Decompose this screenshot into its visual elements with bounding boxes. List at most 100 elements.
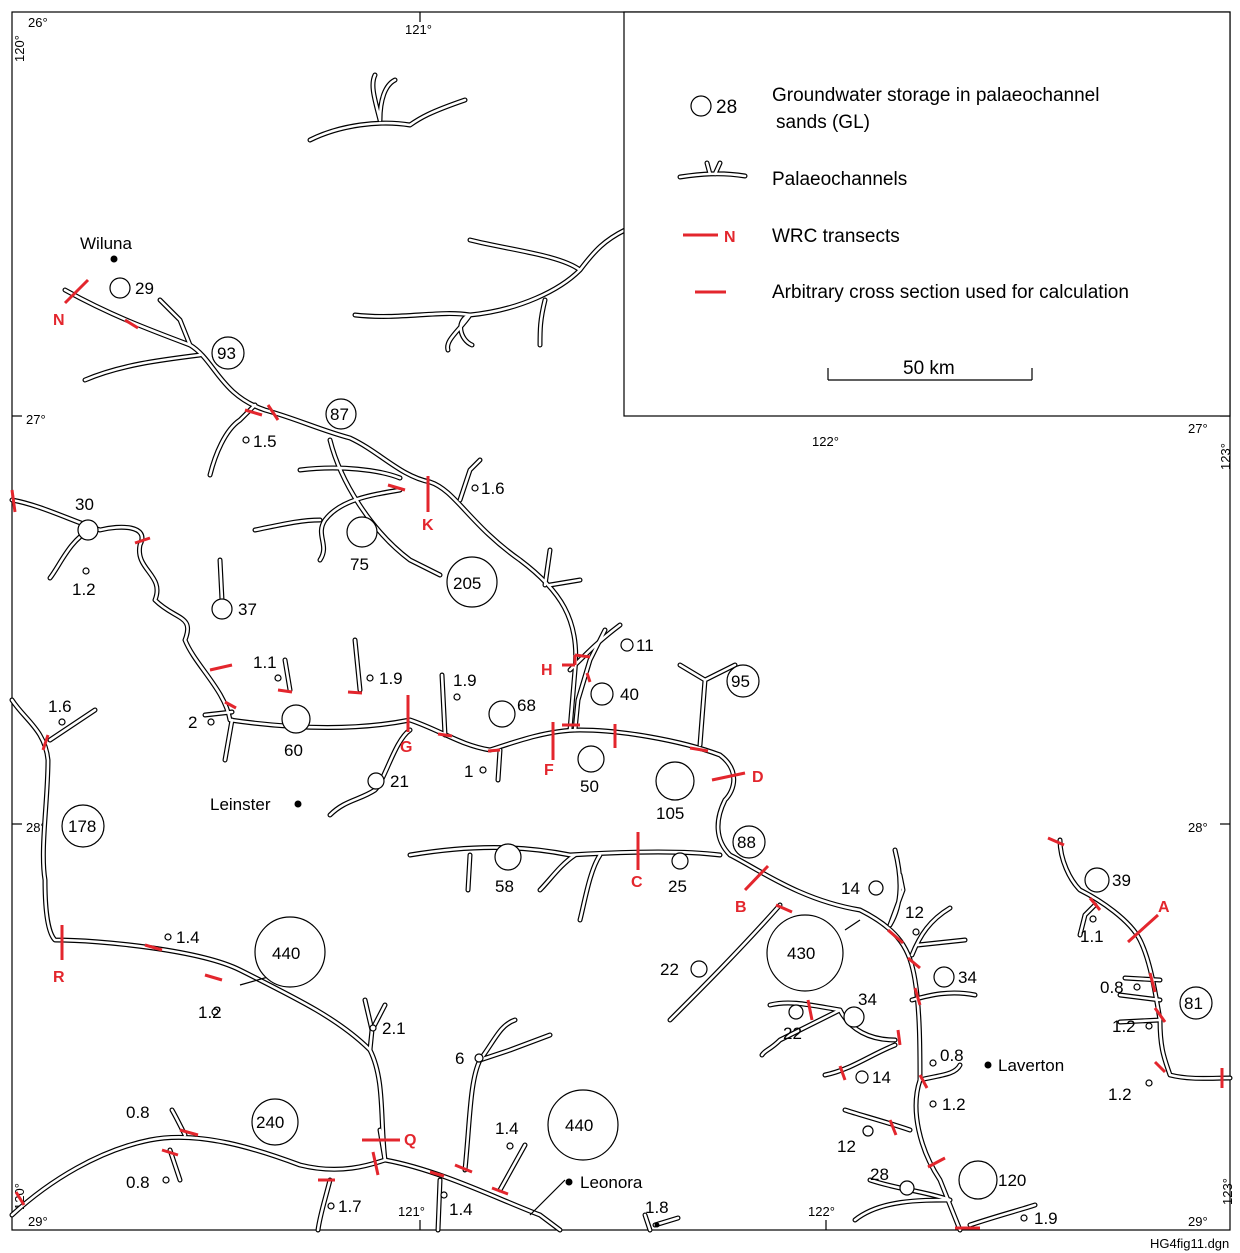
- storage-label: 1.2: [1108, 1085, 1132, 1104]
- storage-label: 105: [656, 804, 684, 823]
- legend-storage-line2: sands (GL): [776, 112, 870, 133]
- storage-label: 22: [783, 1024, 802, 1043]
- town-leinster: Leinster: [210, 795, 271, 814]
- lat-27-label: 27°: [26, 412, 46, 427]
- storage-label: 1.6: [48, 697, 72, 716]
- storage-label: 34: [858, 990, 877, 1009]
- storage-label: 178: [68, 817, 96, 836]
- storage-label: 205: [453, 574, 481, 593]
- storage-label: 1.8: [645, 1198, 669, 1217]
- storage-label: 1.9: [1034, 1209, 1058, 1228]
- storage-label: 1.5: [253, 432, 277, 451]
- transect-d: D: [752, 769, 764, 786]
- storage-label: 75: [350, 555, 369, 574]
- storage-circles: [58, 277, 1213, 1222]
- storage-label: 87: [330, 405, 349, 424]
- scale-bar-label: 50 km: [903, 358, 955, 379]
- storage-label: 50: [580, 777, 599, 796]
- storage-label: 1.7: [338, 1197, 362, 1216]
- lon-122-mid-label: 122°: [812, 434, 839, 449]
- legend-box: [623, 11, 1231, 417]
- storage-label: 81: [1184, 994, 1203, 1013]
- storage-label: 1.4: [495, 1119, 519, 1138]
- storage-label: 28: [870, 1165, 889, 1184]
- lat-27-right-label: 27°: [1188, 421, 1208, 436]
- storage-label: 95: [731, 672, 750, 691]
- storage-label: 68: [517, 696, 536, 715]
- legend-palaeochannels: Palaeochannels: [772, 169, 907, 190]
- storage-label: 1.9: [379, 669, 403, 688]
- storage-label: 58: [495, 877, 514, 896]
- lat-26-label: 26°: [28, 15, 48, 30]
- lon-121-bottom-label: 121°: [398, 1204, 425, 1219]
- lon-121-top-label: 121°: [405, 22, 432, 37]
- map-frame: [11, 11, 1231, 1231]
- storage-label: 1.9: [453, 671, 477, 690]
- cross-sections: [10, 278, 1224, 1230]
- town-laverton: Laverton: [998, 1056, 1064, 1075]
- transect-c: C: [631, 874, 643, 891]
- transect-k: K: [422, 517, 434, 534]
- lat-29-right-label: 29°: [1188, 1214, 1208, 1229]
- storage-label: 34: [958, 968, 977, 987]
- storage-label: 12: [905, 903, 924, 922]
- storage-label: 22: [660, 960, 679, 979]
- storage-label: 240: [256, 1113, 284, 1132]
- storage-label: 0.8: [940, 1046, 964, 1065]
- legend-storage-line1: Groundwater storage in palaeochannel: [772, 85, 1099, 106]
- legend-wrc-transects: WRC transects: [772, 226, 900, 247]
- transect-g: G: [400, 739, 412, 756]
- transect-f: F: [544, 762, 554, 779]
- storage-label: 88: [737, 833, 756, 852]
- transect-n: N: [53, 312, 65, 329]
- storage-label: 93: [217, 344, 236, 363]
- storage-label: 1: [464, 762, 473, 781]
- legend-palaeochannel-symbol: [677, 160, 748, 180]
- legend-storage-value: 28: [716, 97, 737, 118]
- storage-label: 39: [1112, 871, 1131, 890]
- storage-label: 11: [636, 636, 654, 655]
- storage-label: 440: [272, 944, 300, 963]
- storage-label: 1.6: [481, 479, 505, 498]
- storage-label: 0.8: [126, 1173, 150, 1192]
- leonora-dot: [565, 1178, 573, 1186]
- storage-label: 1.2: [198, 1003, 222, 1022]
- storage-label: 60: [284, 741, 303, 760]
- storage-label: 1.4: [176, 928, 200, 947]
- storage-label: 40: [620, 685, 639, 704]
- storage-label: 12: [837, 1137, 856, 1156]
- lat-28-label: 28°: [26, 820, 46, 835]
- lon-120-top-label: 120°: [12, 35, 27, 62]
- storage-label: 1.2: [72, 580, 96, 599]
- storage-label: 0.8: [126, 1103, 150, 1122]
- storage-label: 1.2: [942, 1095, 966, 1114]
- towns: Wiluna Leinster Laverton Leonora: [80, 234, 1064, 1228]
- transect-q: Q: [404, 1132, 416, 1149]
- storage-label: 1.1: [1080, 927, 1104, 946]
- storage-label: 430: [787, 944, 815, 963]
- storage-label: 2: [188, 713, 197, 732]
- storage-label: 120: [998, 1171, 1026, 1190]
- storage-label: 25: [668, 877, 687, 896]
- transect-h: H: [541, 662, 553, 679]
- laverton-dot: [984, 1061, 992, 1069]
- lat-29-label: 29°: [28, 1214, 48, 1229]
- legend: 28 Groundwater storage in palaeochannel …: [623, 11, 1231, 417]
- palaeochannels: [9, 72, 1233, 1233]
- file-id: HG4fig11.dgn: [1150, 1236, 1229, 1251]
- storage-label: 6: [455, 1049, 464, 1068]
- transect-r: R: [53, 969, 65, 986]
- storage-label: 1.1: [253, 653, 277, 672]
- storage-label: 1.4: [449, 1200, 473, 1219]
- transect-b: B: [735, 899, 747, 916]
- lat-28-right-label: 28°: [1188, 820, 1208, 835]
- storage-label: 14: [841, 879, 860, 898]
- lon-122-bottom-label: 122°: [808, 1204, 835, 1219]
- legend-arbitrary: Arbitrary cross section used for calcula…: [772, 282, 1129, 303]
- scale-bar: [827, 368, 1033, 381]
- lon-123-bottom-label: 123°: [1220, 1178, 1235, 1205]
- storage-label: 29: [135, 279, 154, 298]
- storage-label: 0.8: [1100, 978, 1124, 997]
- storage-label: 30: [75, 495, 94, 514]
